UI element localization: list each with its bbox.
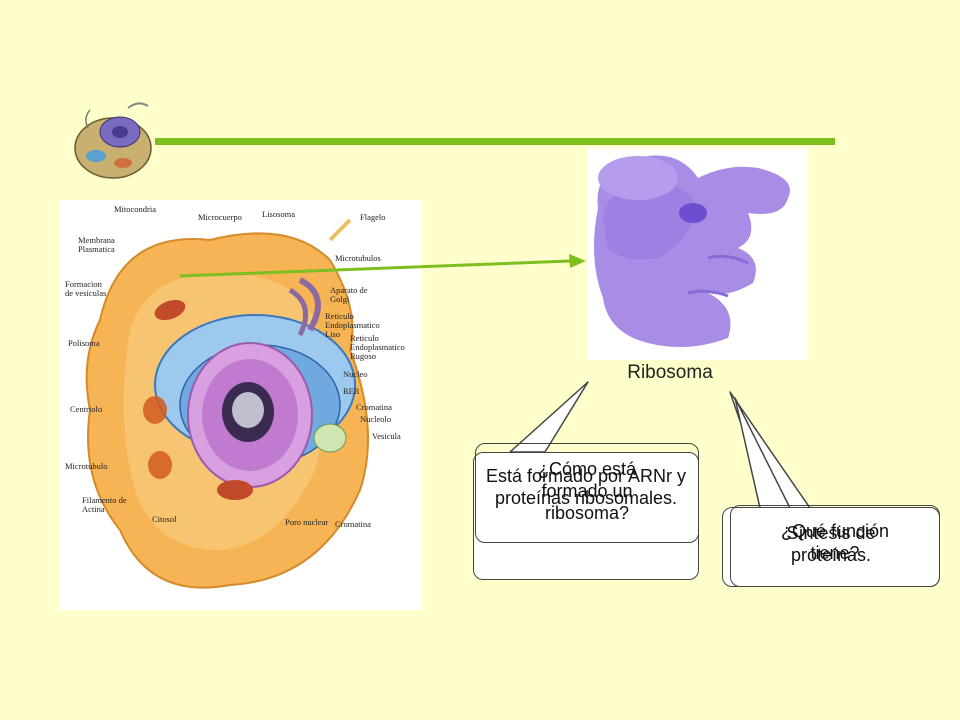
- label-rel: Reticulo Endoplasmatico Liso: [325, 311, 380, 339]
- question-bubble-function: ¿Qué función tiene?: [730, 505, 940, 587]
- label-formacion: Formacion de vesiculas: [65, 279, 107, 298]
- answer-bubble-composition: Está formado por ARNr y proteínas riboso…: [473, 452, 699, 580]
- label-polisoma: Polisoma: [68, 338, 100, 348]
- ribosome-title: Ribosoma: [627, 362, 713, 383]
- label-rer-long: Reticulo Endoplasmatico Rugoso: [350, 333, 405, 361]
- answer-bubble-function: Síntesis de proteínas.: [722, 507, 940, 587]
- label-nucleolo: Nucleolo: [360, 414, 392, 424]
- ribosome-illustration: [594, 155, 790, 347]
- label-microtubulo: Microtubulo: [65, 461, 108, 471]
- label-golgi: Aparato de Golgi: [330, 285, 368, 304]
- cell-logo-icon: [74, 102, 152, 179]
- label-membrana: Membrana Plasmatica: [78, 235, 115, 254]
- label-centriolo: Centriolo: [70, 404, 103, 414]
- label-microcuerpo: Microcuerpo: [198, 212, 242, 222]
- label-rer: RER: [343, 386, 360, 396]
- label-microtubulos: Microtubulos: [335, 253, 381, 263]
- cell-illustration: [85, 218, 369, 589]
- answer-function-text: Síntesis de proteínas.: [786, 523, 876, 565]
- label-nucleo: Nucleo: [343, 369, 368, 379]
- cell-diagram: Mitocondria Microcuerpo Lisosoma Flagelo…: [60, 200, 422, 610]
- question-bubble-composition: ¿Cómo está formado un ribosoma?: [475, 443, 699, 543]
- label-lisosoma: Lisosoma: [262, 209, 296, 219]
- label-citosol: Citosol: [152, 514, 177, 524]
- header-rule: [155, 138, 835, 145]
- answer-composition-text: Está formado por ARNr y proteínas riboso…: [485, 466, 687, 508]
- question-function-text: ¿Qué función tiene?: [780, 521, 890, 563]
- label-flagelo: Flagelo: [360, 212, 386, 222]
- label-vesicula: Vesicula: [372, 431, 401, 441]
- ribosome-image: [588, 148, 808, 360]
- label-filamento: Filamento de Actina: [82, 495, 127, 514]
- label-poro: Poro nuclear: [285, 517, 329, 527]
- label-mitocondria: Mitocondria: [114, 204, 157, 214]
- question-composition-text: ¿Cómo está formado un ribosoma?: [537, 459, 637, 523]
- label-cromatina-bottom: Cromatina: [335, 519, 371, 529]
- label-cromatina-top: Cromatina: [356, 402, 392, 412]
